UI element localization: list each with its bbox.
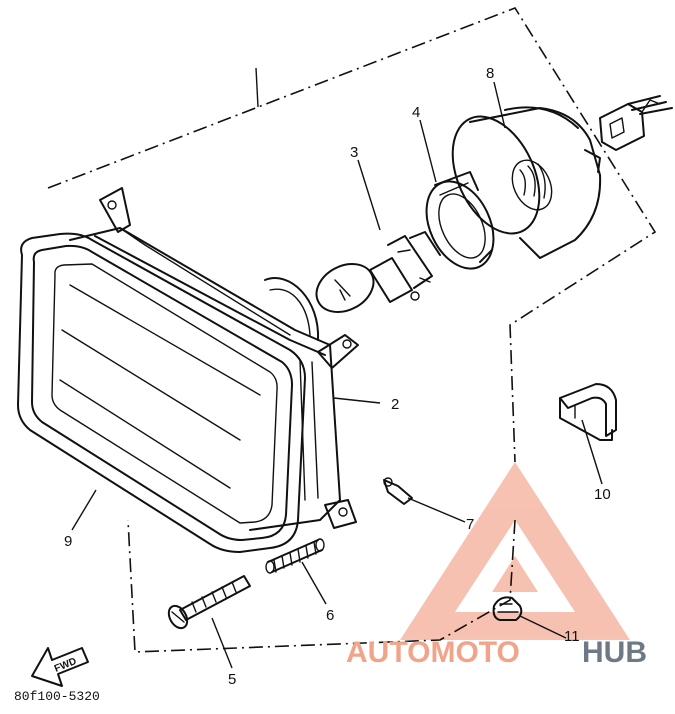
bulb: [315, 231, 441, 313]
callout-2-leader: [333, 397, 381, 404]
callout-number-11: 11: [564, 628, 580, 645]
callout-9-leader: [71, 489, 97, 531]
assembly-boundary: [47, 7, 657, 653]
forward-arrow-icon: FWD: [31, 647, 89, 687]
callout-6-leader: [301, 561, 327, 605]
callout-5-leader: [211, 617, 233, 669]
callout-7-leader: [407, 497, 466, 523]
callout-number-9: 9: [64, 533, 72, 550]
callout-number-5: 5: [228, 671, 236, 688]
callout-number-4: 4: [412, 104, 420, 121]
callout-3-leader: [357, 159, 381, 231]
adjusting-spring: [265, 538, 325, 574]
callout-4-leader: [419, 119, 437, 183]
pin: [383, 477, 413, 505]
watermark-logo-icon: [400, 462, 630, 640]
watermark-text-secondary: HUB: [582, 636, 647, 669]
diagram-code: 80f100-5320: [14, 689, 100, 704]
callout-number-3: 3: [350, 144, 358, 161]
callout-number-7: 7: [466, 516, 474, 533]
callout-10-leader: [581, 419, 603, 485]
callout-number-2: 2: [391, 396, 399, 413]
socket-cover: [451, 106, 602, 259]
clip: [492, 596, 523, 621]
wire-connector: [599, 95, 673, 151]
mounting-bracket: [559, 383, 617, 441]
callout-number-6: 6: [326, 607, 334, 624]
watermark-text: AUTOMOTO HUB: [346, 636, 647, 669]
callout-8-leader: [493, 81, 506, 129]
callout-1-leader: [255, 67, 259, 108]
callout-number-8: 8: [486, 65, 494, 82]
headlight-rim: [17, 232, 306, 553]
callout-11-leader: [519, 615, 567, 639]
headlight-unit: [69, 187, 359, 531]
watermark-text-primary: AUTOMOTO: [346, 636, 520, 669]
callout-number-10: 10: [594, 486, 611, 503]
adjusting-screw: [167, 575, 251, 630]
